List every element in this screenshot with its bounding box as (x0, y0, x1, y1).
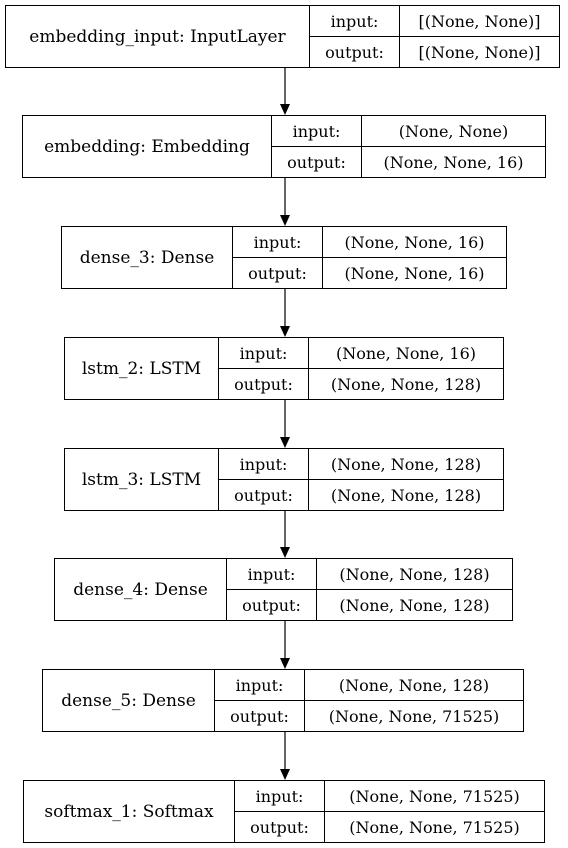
input-label: input: (310, 6, 400, 36)
input-shape: [(None, None)] (418, 11, 541, 31)
input-shape: (None, None, 128) (330, 454, 482, 474)
node-embedding-input: embedding_input: InputLayer input: [(Non… (5, 5, 560, 68)
node-ports: input: (None, None, 71525) output: (None… (235, 781, 544, 842)
edge-arrowhead-6 (280, 769, 290, 780)
input-label: input: (219, 338, 309, 368)
node-title: dense_5: Dense (43, 670, 215, 731)
node-lstm-3: lstm_3: LSTM input: (None, None, 128) ou… (64, 448, 504, 511)
output-shape: (None, None, 128) (339, 595, 490, 615)
node-title: embedding_input: InputLayer (6, 6, 310, 67)
output-label: output: (272, 147, 362, 177)
port-row-input: input: (None, None, 71525) (235, 781, 544, 812)
input-shape: (None, None, 71525) (349, 786, 520, 806)
node-lstm-2: lstm_2: LSTM input: (None, None, 16) out… (64, 337, 504, 400)
node-title: embedding: Embedding (23, 116, 272, 177)
node-title: dense_3: Dense (62, 227, 233, 288)
output-label: output: (233, 258, 323, 288)
input-label: input: (215, 670, 305, 700)
node-softmax-1: softmax_1: Softmax input: (None, None, 7… (23, 780, 545, 843)
port-row-output: output: [(None, None)] (310, 37, 559, 67)
output-label: output: (215, 701, 305, 731)
port-row-input: input: (None, None, 128) (227, 559, 512, 590)
output-label: output: (227, 590, 317, 620)
node-title: lstm_3: LSTM (65, 449, 219, 510)
port-row-input: input: (None, None) (272, 116, 545, 147)
edge-arrowhead-1 (280, 215, 290, 226)
node-title: softmax_1: Softmax (24, 781, 235, 842)
node-ports: input: (None, None, 128) output: (None, … (215, 670, 523, 731)
output-shape: (None, None, 71525) (328, 706, 500, 726)
port-row-input: input: (None, None, 16) (233, 227, 506, 258)
node-dense-3: dense_3: Dense input: (None, None, 16) o… (61, 226, 507, 289)
port-row-output: output: (None, None, 16) (272, 147, 545, 177)
output-label: output: (235, 812, 325, 842)
input-shape: (None, None, 16) (344, 232, 485, 252)
node-embedding: embedding: Embedding input: (None, None)… (22, 115, 546, 178)
input-shape: (None, None, 128) (339, 564, 490, 584)
input-shape: (None, None, 16) (336, 343, 476, 363)
node-ports: input: (None, None, 128) output: (None, … (227, 559, 512, 620)
port-row-input: input: [(None, None)] (310, 6, 559, 37)
output-label: output: (219, 480, 309, 510)
output-shape: (None, None, 16) (344, 263, 485, 283)
node-dense-4: dense_4: Dense input: (None, None, 128) … (54, 558, 513, 621)
output-shape: (None, None, 71525) (349, 817, 520, 837)
output-label: output: (219, 369, 309, 399)
edge-arrowhead-3 (280, 437, 290, 448)
edge-arrowhead-4 (280, 547, 290, 558)
edge-arrowhead-5 (280, 658, 290, 669)
port-row-output: output: (None, None, 128) (227, 590, 512, 620)
input-label: input: (227, 559, 317, 589)
port-row-output: output: (None, None, 16) (233, 258, 506, 288)
input-label: input: (235, 781, 325, 811)
output-label: output: (310, 37, 400, 67)
output-shape: [(None, None)] (418, 42, 541, 62)
port-row-input: input: (None, None, 128) (215, 670, 523, 701)
port-row-output: output: (None, None, 128) (219, 369, 503, 399)
node-ports: input: (None, None) output: (None, None,… (272, 116, 545, 177)
port-row-input: input: (None, None, 128) (219, 449, 503, 480)
node-dense-5: dense_5: Dense input: (None, None, 128) … (42, 669, 524, 732)
node-ports: input: [(None, None)] output: [(None, No… (310, 6, 559, 67)
node-ports: input: (None, None, 128) output: (None, … (219, 449, 503, 510)
input-label: input: (272, 116, 362, 146)
input-shape: (None, None) (398, 121, 509, 141)
output-shape: (None, None, 16) (383, 152, 524, 172)
node-title: dense_4: Dense (55, 559, 227, 620)
port-row-output: output: (None, None, 71525) (215, 701, 523, 731)
port-row-input: input: (None, None, 16) (219, 338, 503, 369)
edge-arrowhead-2 (280, 326, 290, 337)
input-shape: (None, None, 128) (338, 675, 490, 695)
edge-arrowhead-0 (280, 104, 290, 115)
output-shape: (None, None, 128) (330, 485, 482, 505)
port-row-output: output: (None, None, 128) (219, 480, 503, 510)
node-title: lstm_2: LSTM (65, 338, 219, 399)
output-shape: (None, None, 128) (330, 374, 482, 394)
port-row-output: output: (None, None, 71525) (235, 812, 544, 842)
node-ports: input: (None, None, 16) output: (None, N… (233, 227, 506, 288)
input-label: input: (219, 449, 309, 479)
input-label: input: (233, 227, 323, 257)
node-ports: input: (None, None, 16) output: (None, N… (219, 338, 503, 399)
